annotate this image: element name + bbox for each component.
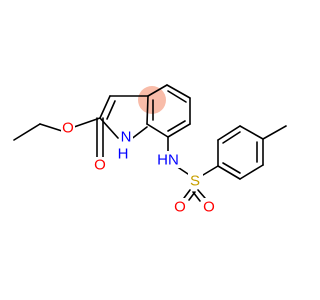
bond-c2-c3 [99, 95, 111, 119]
atom-sulfonamide-nh: HN [157, 152, 179, 169]
bond-c4-c5-inner [167, 90, 187, 103]
atom-indole-n: N [121, 129, 132, 146]
atom-o-sulfonyl-right: O [203, 199, 215, 216]
bond-o-carbonyl-c [73, 117, 101, 128]
bond-tol-2 [217, 125, 241, 141]
bond-tol-5 [239, 164, 264, 180]
bond-s-o-right-b [192, 191, 201, 202]
aromatic-highlight [138, 86, 166, 114]
bond-c4-c5 [166, 84, 191, 99]
bond-c3a-c4 [147, 84, 168, 97]
bond-c2-c3-inner [106, 100, 116, 120]
bond-c6-c7 [167, 123, 191, 138]
bond-s-o-left-a [183, 189, 191, 199]
bond-s-aryl [202, 165, 219, 176]
atom-o-sulfonyl-left: O [174, 199, 186, 216]
bond-tol-2-inner [222, 131, 241, 144]
molecule-structure: O O N H HN S O O [13, 84, 287, 216]
atom-o-carbonyl: O [94, 157, 106, 174]
atom-sulfur: S [190, 173, 200, 190]
bond-ethyl-ch3 [13, 123, 41, 141]
atom-o-ester: O [62, 120, 74, 137]
bond-c7a-c3a [146, 95, 149, 125]
bond-tol-3 [239, 125, 264, 140]
bond-tol-6 [217, 165, 241, 180]
bond-c7-c7a [146, 123, 169, 138]
bond-c6-c7-inner [167, 120, 186, 132]
bond-s-o-right-a [197, 189, 206, 199]
bond-tol-6-inner [222, 162, 241, 174]
bond-ethyl-ch2 [39, 123, 63, 132]
atom-indole-h: H [118, 146, 129, 163]
bond-tol-methyl [262, 125, 287, 140]
bond-c2-n1 [99, 117, 119, 139]
